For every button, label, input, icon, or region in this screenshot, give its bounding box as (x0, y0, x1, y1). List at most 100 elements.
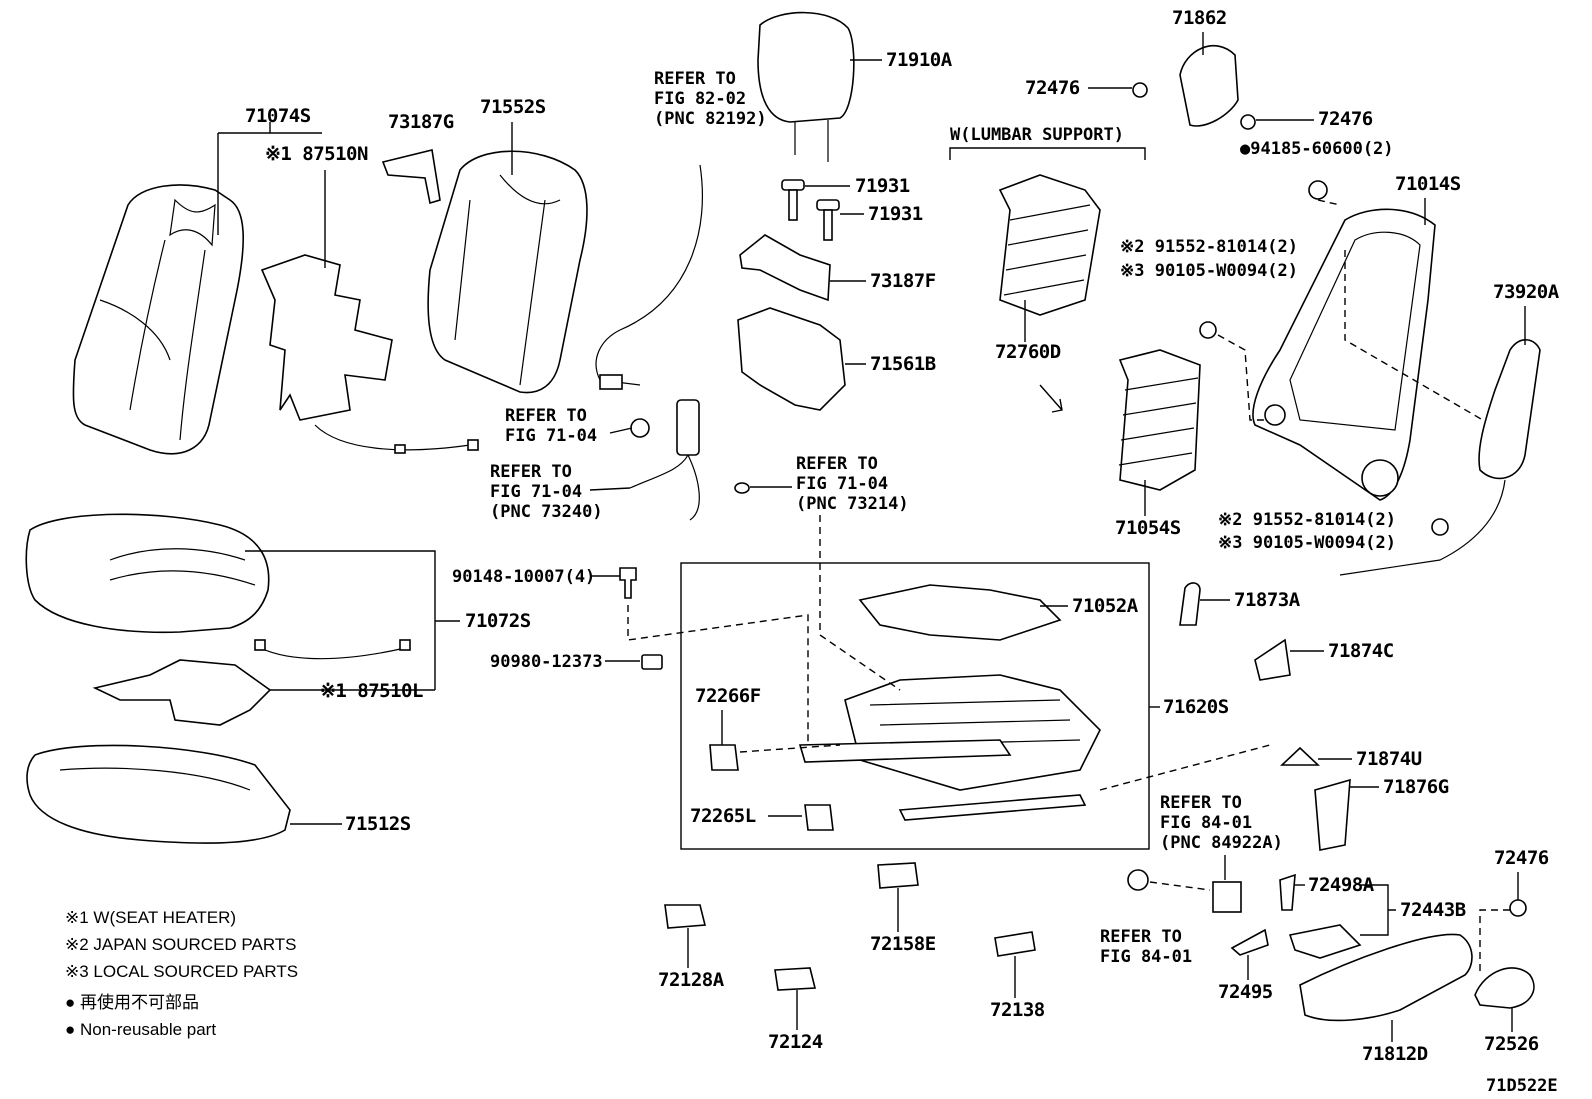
part-label-72526: 72526 (1484, 1033, 1539, 1055)
legend-note-3: ※3 LOCAL SOURCED PARTS (65, 962, 298, 981)
refer-fig-71-04-c-line1: REFER TO (796, 454, 878, 474)
leader-refer-b (589, 487, 631, 491)
refer-fig-71-04-b-line2[interactable]: FIG 71-04 (490, 482, 582, 502)
leader-72443B (1360, 884, 1396, 936)
part-label-94185: ●94185-60600(2) (1240, 139, 1394, 159)
part-label-72495: 72495 (1218, 981, 1273, 1003)
part-label-73920A: 73920A (1493, 281, 1560, 303)
part-label-71052A: 71052A (1072, 595, 1139, 617)
dash-72476-c (1479, 909, 1510, 975)
arrow-drawing (1039, 384, 1063, 413)
part-label-71561B: 71561B (870, 353, 936, 375)
cover-72526-drawing (1474, 967, 1535, 1009)
clip-72128A-drawing (664, 904, 707, 929)
part-label-90980: 90980-12373 (490, 652, 603, 672)
clip-72158E-drawing (877, 862, 919, 889)
legend-note-2: ※2 JAPAN SOURCED PARTS (65, 935, 297, 954)
dash-71014S (1317, 199, 1501, 431)
refer-fig-71-04-c-line2[interactable]: FIG 71-04 (796, 474, 888, 494)
part-label-71874C: 71874C (1328, 640, 1394, 662)
clip-72138-drawing (994, 931, 1036, 957)
seat-back-pad-drawing (427, 150, 588, 394)
refer-fig-84-01-a-line3: (PNC 84922A) (1160, 833, 1283, 853)
part-label-91552-b: ※2 91552-81014(2) (1218, 510, 1396, 530)
seatbelt-buckle-drawing (629, 399, 750, 521)
refer-fig-71-04-a-line2[interactable]: FIG 71-04 (505, 426, 597, 446)
part-72443B-drawing (1288, 924, 1362, 959)
part-label-71931-2: 71931 (868, 203, 923, 225)
part-label-72476-c: 72476 (1494, 847, 1549, 869)
part-label-72265L: 72265L (690, 805, 756, 827)
part-label-72138: 72138 (990, 999, 1045, 1021)
leader-71074S (217, 122, 322, 235)
refer-fig-84-01-a-line2[interactable]: FIG 84-01 (1160, 813, 1252, 833)
dash-track-2 (627, 605, 809, 745)
wire-harness-drawing (595, 164, 703, 386)
lumbar-support-title: W(LUMBAR SUPPORT) (950, 125, 1124, 145)
refer-fig-82-02-line1: REFER TO (654, 69, 736, 89)
part-label-90105-b: ※3 90105-W0094(2) (1218, 533, 1396, 553)
connector-drawing (599, 374, 623, 390)
legend-note-1: ※1 W(SEAT HEATER) (65, 908, 236, 927)
screw-72476-a-drawing (1132, 82, 1148, 98)
part-label-72124: 72124 (768, 1031, 823, 1053)
shield-71812D-drawing (1299, 933, 1473, 1022)
part-label-72760D: 72760D (995, 341, 1061, 363)
cover-72265L-drawing (804, 804, 834, 831)
part-label-72158E: 72158E (870, 933, 936, 955)
legend-note-5: ● Non-reusable part (65, 1020, 216, 1039)
refer-fig-82-02-line3: (PNC 82192) (654, 109, 767, 129)
seat-frame-assembly-box (680, 562, 1150, 850)
dash-72266F (739, 744, 841, 753)
part-72498A-drawing (1279, 873, 1296, 911)
part-label-71876G: 71876G (1383, 776, 1449, 798)
side-cover-wire-drawing (1339, 479, 1506, 576)
part-label-91552-a: ※2 91552-81014(2) (1120, 237, 1298, 257)
bracket-73187G-drawing (381, 149, 441, 205)
part-label-71910A: 71910A (886, 49, 953, 71)
leader-71072S (245, 550, 460, 690)
part-label-73187F: 73187F (870, 270, 936, 292)
part-label-71014S: 71014S (1395, 173, 1461, 195)
part-label-71072S: 71072S (465, 610, 531, 632)
refer-fig-71-04-b-line3: (PNC 73240) (490, 502, 603, 522)
part-label-72476-b: 72476 (1318, 108, 1373, 130)
bracket-71874C-drawing (1254, 638, 1291, 681)
refer-fig-71-04-b-line1: REFER TO (490, 462, 572, 482)
side-cover-73920A-drawing (1478, 339, 1541, 480)
part-label-72476-a: 72476 (1025, 77, 1080, 99)
dash-track-3 (1099, 744, 1271, 791)
seat-back-heater-drawing (260, 254, 479, 454)
seat-cushion-pad-drawing (26, 744, 291, 844)
screw-72476-c-drawing (1509, 899, 1527, 917)
legend-note-4: ● 再使用不可部品 (65, 992, 199, 1012)
part-label-72443B: 72443B (1400, 899, 1466, 921)
part-label-87510N: ※1 87510N (265, 143, 368, 165)
part-label-73187G: 73187G (388, 111, 454, 133)
seat-cushion-frame-drawing (798, 584, 1101, 821)
refer-fig-71-04-c-line3: (PNC 73214) (796, 494, 909, 514)
part-label-71931-1: 71931 (855, 175, 910, 197)
part-72495-drawing (1230, 928, 1269, 956)
part-label-90148: 90148-10007(4) (452, 567, 595, 587)
part-label-71862: 71862 (1172, 7, 1227, 29)
part-label-72128A: 72128A (658, 969, 725, 991)
dash-track-1 (819, 515, 901, 691)
part-label-87510L: ※1 87510L (320, 680, 423, 702)
part-label-72498A: 72498A (1308, 874, 1375, 896)
screw-72476-b-drawing (1240, 114, 1256, 130)
part-label-71874U: 71874U (1356, 748, 1422, 770)
clip-90980-drawing (641, 654, 663, 670)
bolt-a-drawing (1199, 321, 1217, 339)
headrest-guide-drawing (781, 179, 840, 241)
part-label-71552S: 71552S (480, 96, 546, 118)
leader-refer-a (609, 427, 633, 434)
dash-bolt-a (1217, 334, 1265, 421)
bracket-73187F-drawing (739, 234, 831, 302)
refer-fig-84-01-b-line2[interactable]: FIG 84-01 (1100, 947, 1192, 967)
diagram-code: 71D522E (1486, 1076, 1558, 1096)
part-label-71812D: 71812D (1362, 1043, 1428, 1065)
refer-fig-82-02-line2[interactable]: FIG 82-02 (654, 89, 746, 109)
spring-mat-71054S-drawing (1118, 349, 1201, 491)
